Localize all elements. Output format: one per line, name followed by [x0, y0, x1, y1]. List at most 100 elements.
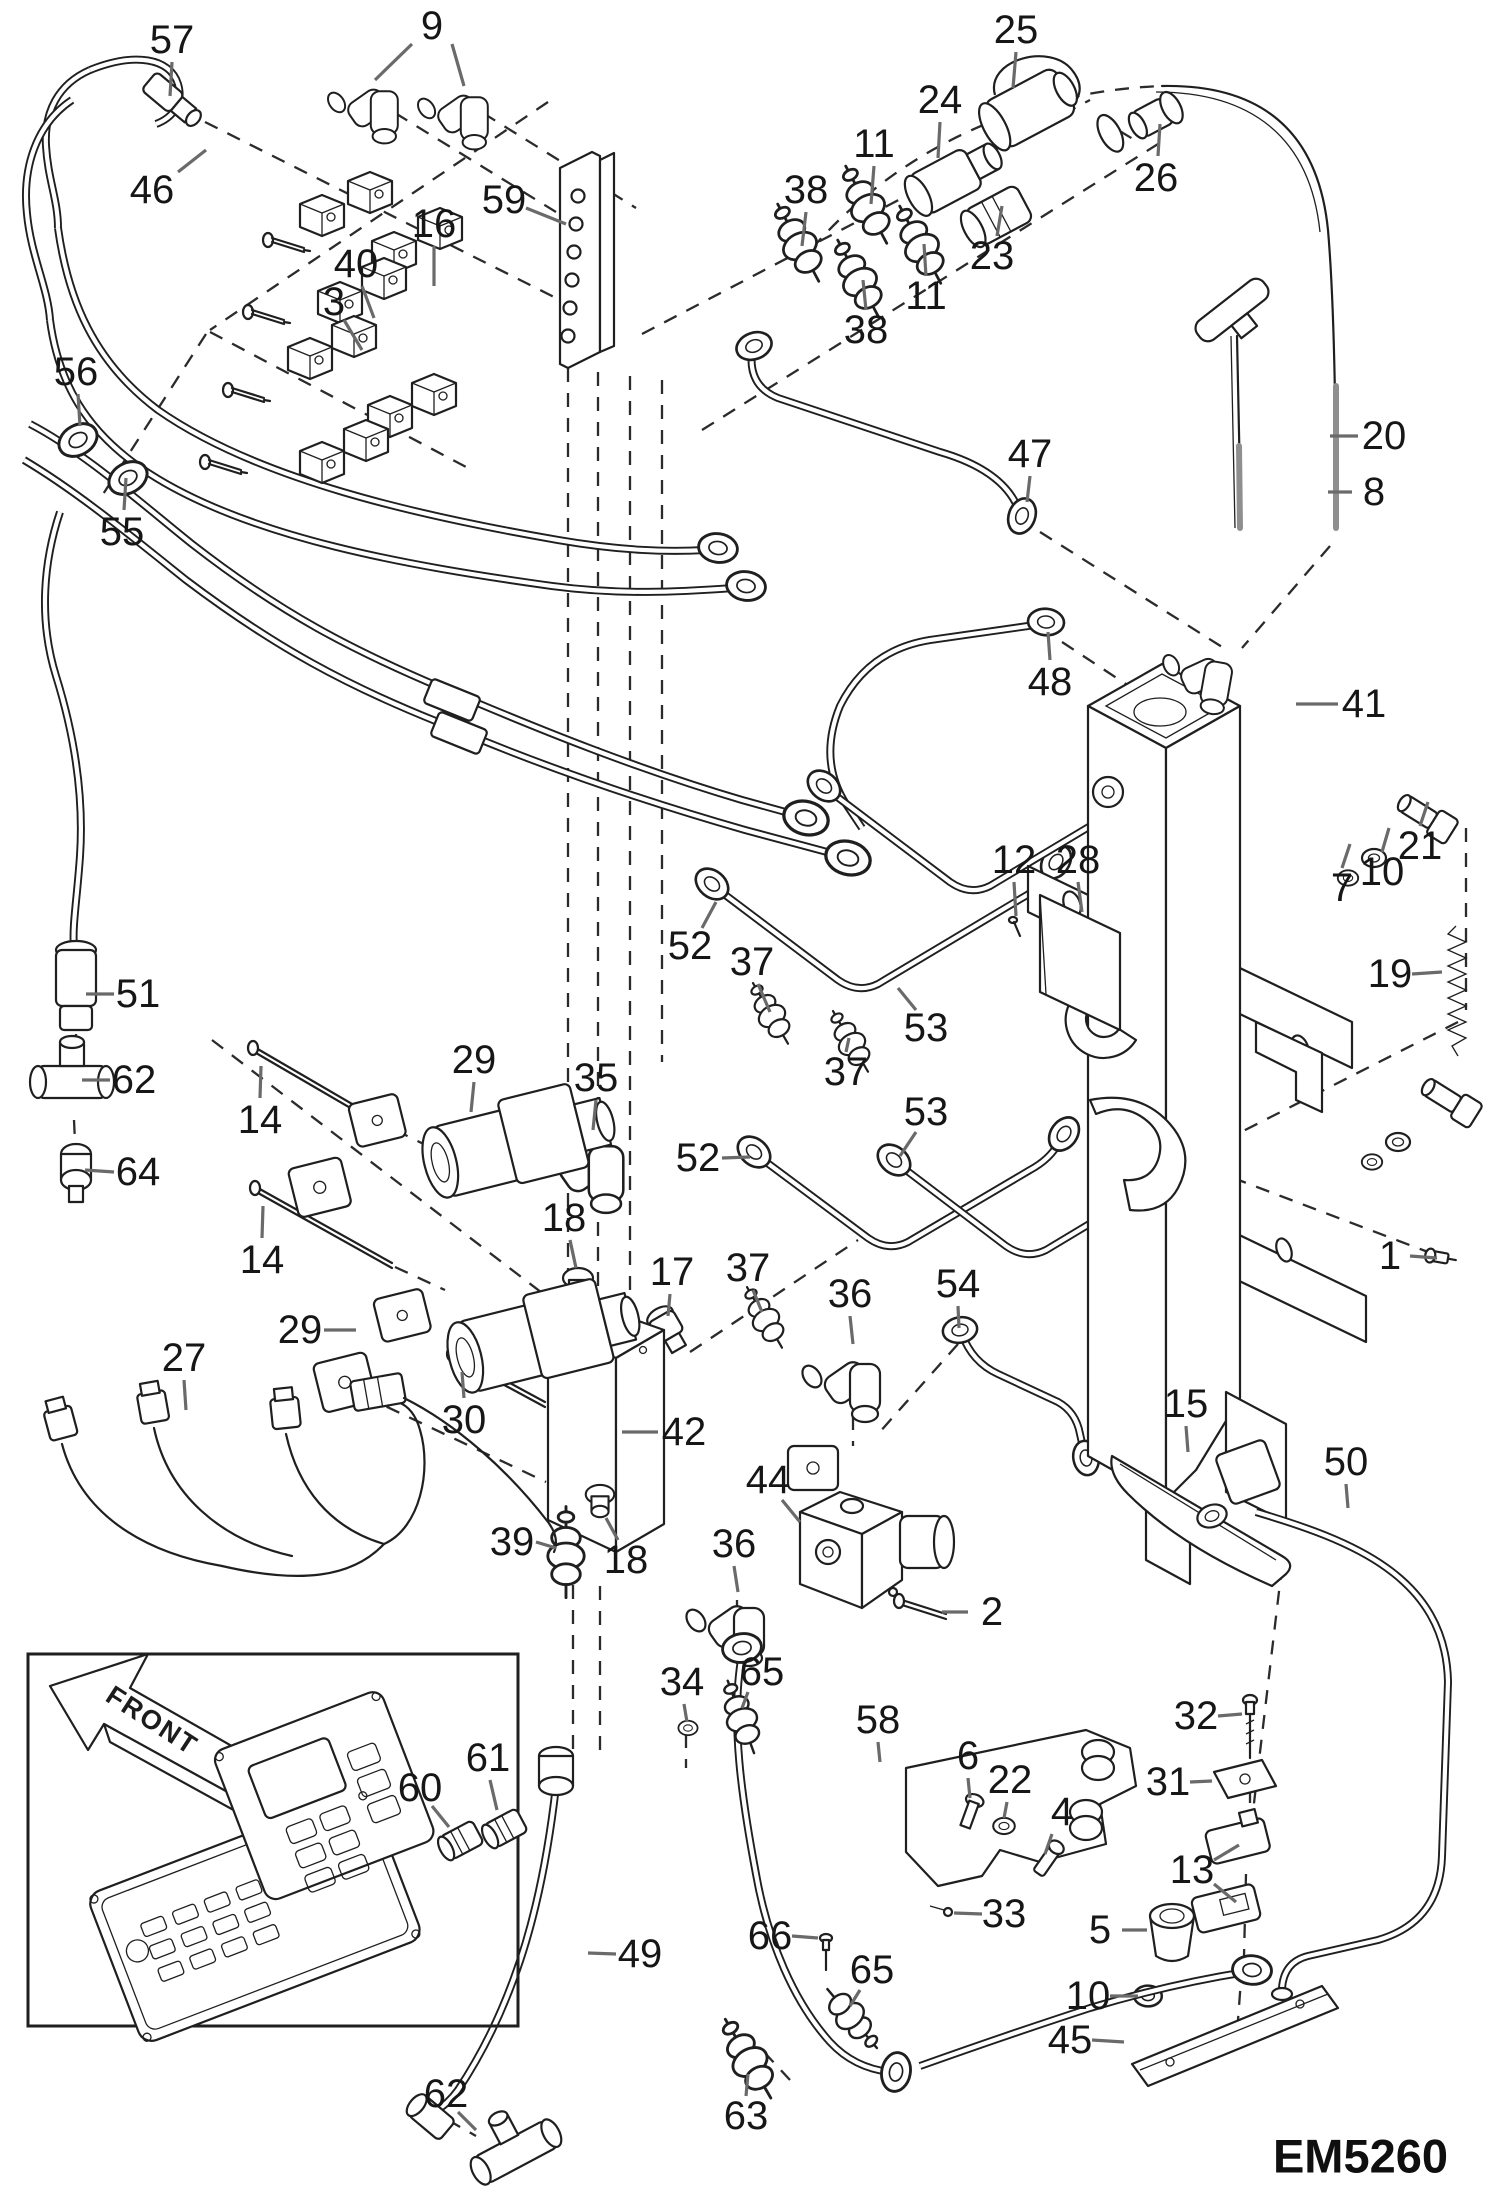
leader-61	[488, 1779, 499, 1811]
hose-49-elbow	[405, 2093, 455, 2140]
callout-2: 2	[981, 1590, 1003, 1634]
leader-65	[848, 1989, 862, 2007]
callout-54: 54	[936, 1262, 981, 1306]
bottom-right-hardware	[1130, 1693, 1340, 2088]
leader-3	[342, 319, 364, 351]
callout-31: 31	[1146, 1760, 1191, 1804]
plug-17	[646, 1305, 688, 1355]
harness-connector	[349, 1372, 407, 1412]
leader-47	[1025, 475, 1032, 503]
dot-33	[929, 1905, 954, 1918]
callout-57: 57	[150, 18, 195, 62]
plate-45	[1130, 1984, 1340, 2088]
leader-38	[861, 279, 868, 311]
console-inset: FRONT	[26, 1652, 528, 2042]
screw-2	[887, 1586, 948, 1621]
callout-35: 35	[574, 1056, 619, 1100]
leader-36	[848, 1315, 855, 1345]
leader-44	[780, 1498, 802, 1524]
leader-60	[430, 1804, 451, 1829]
callout-39: 39	[490, 1520, 535, 1564]
callout-61: 61	[466, 1736, 511, 1780]
leader-52	[700, 901, 718, 929]
leader-34	[682, 1703, 689, 1723]
callout-13: 13	[1170, 1848, 1215, 1892]
bracket-58-group	[904, 1728, 1138, 1918]
callout-19: 19	[1368, 952, 1413, 996]
leader-63	[744, 2073, 750, 2097]
callout-50: 50	[1324, 1440, 1369, 1484]
leader-26	[1156, 123, 1162, 157]
callout-33: 33	[982, 1892, 1027, 1936]
clip-13a	[1204, 1807, 1271, 1865]
callout-6: 6	[957, 1734, 979, 1778]
leader-21	[1418, 801, 1430, 827]
callout-25: 25	[994, 8, 1039, 52]
hose-assembly-57-46	[22, 55, 769, 605]
flag-15-hose-50	[1110, 1439, 1453, 2002]
leader-14	[258, 1065, 263, 1099]
hose-assembly-56-55	[21, 415, 876, 882]
callout-40: 40	[334, 242, 379, 286]
block-42-side	[614, 1328, 666, 1554]
callout-28: 28	[1056, 838, 1101, 882]
callout-46: 46	[130, 168, 175, 212]
callout-11: 11	[853, 122, 895, 166]
valve-44-group	[681, 1313, 1103, 1668]
plug-26	[1096, 90, 1184, 153]
callout-7: 7	[1331, 866, 1353, 910]
fitting-64	[59, 1142, 93, 1204]
callout-14: 14	[238, 1098, 283, 1142]
control-cable-20-8	[1155, 84, 1339, 531]
connector-61	[480, 1808, 528, 1850]
leader-6	[966, 1777, 972, 1799]
callout-38: 38	[784, 168, 829, 212]
leader-4	[1043, 1833, 1054, 1855]
housing-41-side	[1164, 704, 1242, 1502]
hook-piece	[1088, 1096, 1187, 1212]
callout-16: 16	[412, 202, 457, 246]
callout-53: 53	[904, 1006, 949, 1050]
leader-46	[177, 148, 207, 174]
callout-22: 22	[988, 1758, 1033, 1802]
leader-66	[791, 1934, 819, 1940]
spring-19	[1446, 925, 1468, 1057]
leader-31	[1189, 1779, 1213, 1784]
callout-55: 55	[100, 510, 145, 554]
pipe-54	[958, 1332, 1088, 1453]
manifold-strip-59	[558, 150, 616, 370]
leader-37	[844, 1037, 851, 1053]
grommet-18-lower	[584, 1483, 616, 1519]
solenoid-25	[977, 68, 1079, 152]
bracket-58	[904, 1728, 1138, 1888]
tee-fitting-62	[28, 1034, 116, 1100]
callout-11: 11	[905, 274, 947, 318]
callout-34: 34	[660, 1660, 705, 1704]
callout-14: 14	[240, 1238, 285, 1282]
leader-10	[1380, 827, 1391, 853]
leader-11	[869, 165, 876, 205]
leader-54	[956, 1305, 961, 1329]
gasket-28	[1038, 893, 1122, 1032]
leader-1	[1409, 1254, 1438, 1260]
hose-51-fittings-62-64	[28, 510, 116, 1204]
callout-65: 65	[850, 1948, 895, 1992]
leader-14	[260, 1205, 265, 1239]
callout-49: 49	[618, 1932, 663, 1976]
leader-lines-layer	[76, 42, 1443, 2132]
callout-52: 52	[668, 924, 713, 968]
leader-53	[896, 986, 918, 1012]
bolt-6	[959, 1792, 985, 1830]
screw-32	[1241, 1693, 1259, 1760]
callout-30: 30	[442, 1398, 487, 1442]
leader-36	[732, 1565, 740, 1593]
callout-47: 47	[1008, 432, 1053, 476]
cable-routing-dashed	[795, 84, 1163, 269]
screw-66	[818, 1932, 834, 1972]
leader-25	[1011, 51, 1018, 89]
leader-9	[450, 43, 466, 87]
callout-37: 37	[726, 1246, 771, 1290]
